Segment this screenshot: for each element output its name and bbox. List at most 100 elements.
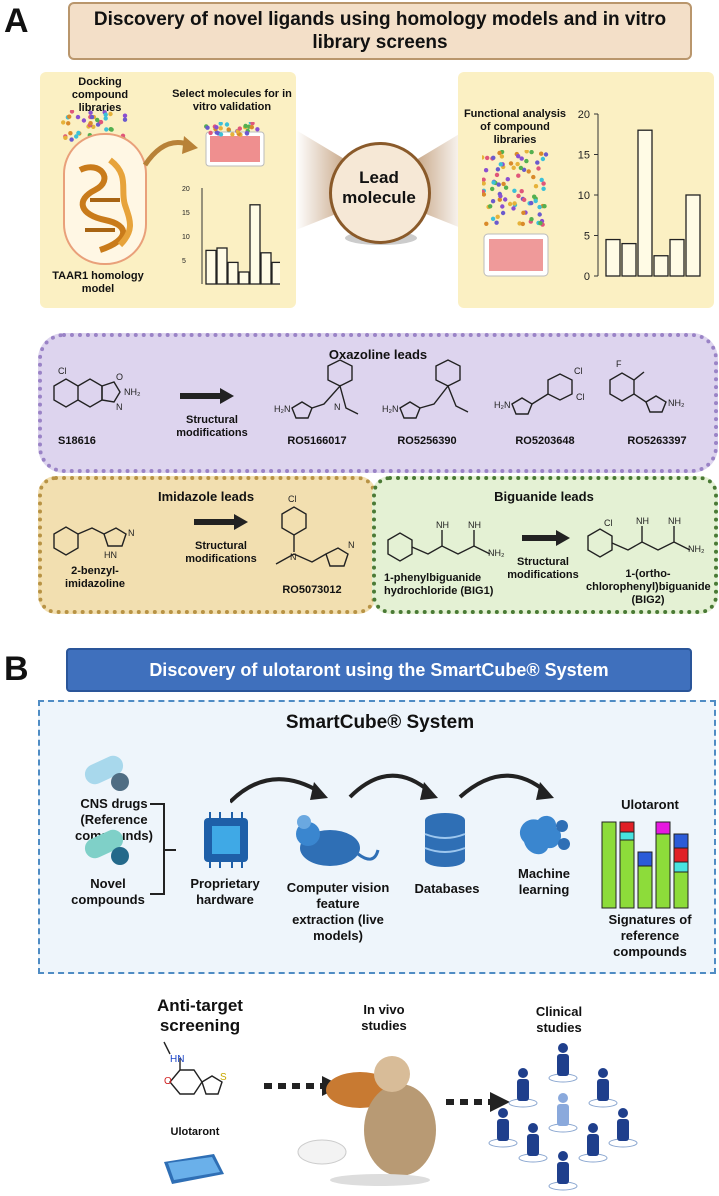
compound-dot <box>218 132 224 137</box>
compound-dot <box>520 221 525 227</box>
svg-text:N: N <box>128 528 135 538</box>
ro5166017-label: RO5166017 <box>287 435 347 447</box>
svg-text:F: F <box>616 359 622 369</box>
chart-bar <box>249 204 261 285</box>
compound-dot <box>485 155 490 161</box>
ro5073012-label: RO5073012 <box>282 584 342 596</box>
arrow-icon <box>194 514 248 530</box>
compound-dot <box>67 114 72 119</box>
compound-dot <box>511 165 516 170</box>
compound-dot <box>500 204 505 209</box>
compound-dot <box>237 126 242 131</box>
smartcube-title: SmartCube® System <box>285 712 475 733</box>
compound-dot <box>95 117 100 123</box>
compound-dot <box>529 200 534 206</box>
compound-dot <box>541 181 546 186</box>
compound-dot <box>244 131 250 136</box>
oxazoline-box <box>38 333 718 473</box>
compound-dot <box>536 166 541 171</box>
axis-tick-label: 20 <box>578 109 590 121</box>
person-icon <box>618 1108 628 1118</box>
compound-dot <box>507 201 513 207</box>
compound-dot <box>103 116 108 121</box>
compound-dot <box>88 121 93 126</box>
section-a-title: Discovery of novel ligands using homolog… <box>68 2 692 60</box>
protein-model-icon <box>63 133 147 265</box>
biguanide-title: Biguanide leads <box>494 489 594 504</box>
person-body <box>617 1119 629 1141</box>
compound-dot <box>495 167 501 172</box>
novel-label: Novel compounds <box>71 876 145 907</box>
compound-dot <box>249 125 254 130</box>
oxazoline-arrow-label: Structural modifications <box>176 414 248 439</box>
compound-dot <box>521 210 526 215</box>
compound-dot <box>511 206 516 211</box>
svg-text:H₂N: H₂N <box>382 404 399 414</box>
svg-text:H₂N: H₂N <box>274 404 291 414</box>
compound-dot <box>512 201 517 206</box>
compound-dot <box>519 189 524 194</box>
benzyl-imidazoline-label: 2-benzyl-imidazoline <box>65 565 125 590</box>
person-icon <box>558 1151 568 1161</box>
svg-text:S: S <box>220 1072 227 1083</box>
imidazole-box <box>38 476 376 614</box>
ml-label: Machine learning <box>517 866 570 897</box>
brain-gears-icon <box>519 815 570 855</box>
compound-dot <box>516 173 521 178</box>
chart-bar <box>637 129 653 277</box>
s18616-label: S18616 <box>58 435 96 447</box>
compound-dot <box>490 199 496 204</box>
compound-dots-icon <box>61 110 128 142</box>
compound-dot <box>526 169 531 174</box>
compound-dot <box>541 186 546 191</box>
compound-dot <box>490 186 495 192</box>
compound-dot <box>518 165 524 171</box>
chart-bar <box>260 252 272 285</box>
library-screen-icon <box>482 150 549 277</box>
arrow-icon <box>180 388 234 404</box>
axis-tick-label: 15 <box>578 150 590 162</box>
compound-dot <box>75 114 81 120</box>
chart-bar <box>205 249 217 285</box>
compound-dot <box>516 154 521 159</box>
anti-target-label: Anti-target screening <box>157 996 243 1035</box>
compound-dot <box>214 125 219 130</box>
panel-label-a: A <box>4 2 29 40</box>
person-body <box>527 1134 539 1156</box>
compound-dot <box>98 119 104 125</box>
chart-bar <box>227 261 239 285</box>
axis-tick-label: 5 <box>584 231 590 243</box>
compound-dot <box>495 214 500 219</box>
person-icon <box>498 1108 508 1118</box>
axis-tick-label: 15 <box>182 210 190 217</box>
person-body <box>497 1119 509 1141</box>
compound-dot <box>208 130 213 136</box>
svg-text:NH₂: NH₂ <box>488 548 505 558</box>
chart-bar <box>669 238 685 277</box>
compound-dot <box>499 154 505 159</box>
svg-text:NH: NH <box>468 520 481 530</box>
chart-bar <box>238 271 250 285</box>
compound-dot <box>500 210 506 216</box>
compound-dot <box>524 150 529 154</box>
big2-label: 1-(ortho-chlorophenyl)biguanide (BIG2) <box>586 568 711 606</box>
compound-dot <box>538 221 543 226</box>
ro5203648-label: RO5203648 <box>515 435 575 447</box>
compound-dot <box>66 121 71 126</box>
compound-dot <box>108 111 113 117</box>
svg-text:NH₂: NH₂ <box>124 387 141 397</box>
compound-dot <box>104 127 109 132</box>
compound-dot <box>524 158 529 164</box>
ro5256390-structure: H₂N <box>382 359 469 419</box>
mouse-icon <box>296 815 380 866</box>
svg-text:O: O <box>164 1076 172 1087</box>
compound-dot <box>501 181 506 187</box>
compound-dot <box>498 162 503 167</box>
capsule-pill-icon <box>84 755 129 791</box>
svg-text:NH: NH <box>668 516 681 526</box>
compound-dot <box>537 204 542 210</box>
